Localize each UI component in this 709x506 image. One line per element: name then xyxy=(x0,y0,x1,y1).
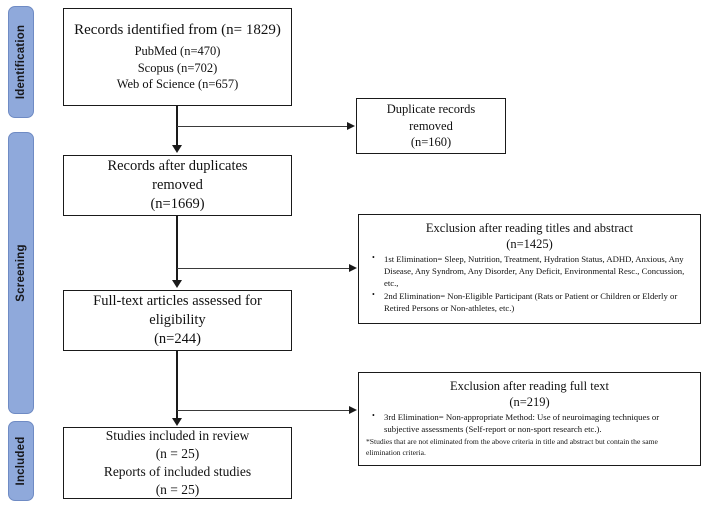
studies-included-line2: Reports of included studies xyxy=(103,464,252,479)
exclusion-titles-abstract-title: Exclusion after reading titles and abstr… xyxy=(425,221,634,235)
stage-label-identification: Identification xyxy=(15,24,27,100)
records-identified-source-pubmed: PubMed (n=470) xyxy=(134,44,221,59)
studies-included-count1: (n = 25) xyxy=(155,446,200,462)
exclusion-item-1st-elimination: 1st Elimination= Sleep, Nutrition, Treat… xyxy=(372,252,693,289)
exclusion-fulltext-count: (n=219) xyxy=(509,394,550,409)
duplicates-removed-count: (n=160) xyxy=(410,135,452,150)
exclusion-fulltext-list: 3rd Elimination= Non-appropriate Method:… xyxy=(366,410,693,436)
connector-fulltext-to-included xyxy=(176,351,178,419)
fulltext-assessed-count: (n=244) xyxy=(154,331,201,348)
duplicates-removed-line2: removed xyxy=(409,118,453,133)
studies-included-count2: (n = 25) xyxy=(155,481,200,497)
stage-rail-screening: Screening xyxy=(8,132,34,414)
records-identified-title: Records identified from (n= 1829) xyxy=(74,22,281,39)
connector-fulltext-to-exclusion-fulltext xyxy=(177,410,350,412)
box-duplicate-records-removed: Duplicate records removed (n=160) xyxy=(356,98,506,154)
exclusion-item-3rd-elimination: 3rd Elimination= Non-appropriate Method:… xyxy=(372,410,693,435)
box-records-after-duplicates: Records after duplicates removed (n=1669… xyxy=(63,155,292,216)
records-identified-source-scopus: Scopus (n=702) xyxy=(137,60,218,75)
records-after-duplicates-line1: Records after duplicates xyxy=(107,157,248,174)
exclusion-item-2nd-elimination: 2nd Elimination= Non-Eligible Participan… xyxy=(372,289,693,314)
box-exclusion-fulltext: Exclusion after reading full text (n=219… xyxy=(358,372,701,466)
connector-identified-to-after-duplicates xyxy=(176,106,178,147)
records-after-duplicates-count: (n=1669) xyxy=(150,196,205,213)
arrow-right-icon-to-duplicates-removed xyxy=(347,121,355,130)
connector-after-duplicates-to-exclusion-titles xyxy=(177,268,350,270)
exclusion-titles-abstract-count: (n=1425) xyxy=(506,236,553,251)
duplicates-removed-line1: Duplicate records xyxy=(386,102,476,117)
arrow-down-icon-to-after-duplicates xyxy=(172,145,182,153)
stage-label-screening: Screening xyxy=(15,244,27,302)
stage-rail-included: Included xyxy=(8,421,34,501)
arrow-right-icon-to-exclusion-titles xyxy=(349,263,357,272)
records-after-duplicates-line2: removed xyxy=(152,176,203,193)
box-fulltext-assessed: Full-text articles assessed for eligibil… xyxy=(63,290,292,351)
box-records-identified: Records identified from (n= 1829) PubMed… xyxy=(63,8,292,106)
stage-label-included: Included xyxy=(15,436,27,486)
box-exclusion-titles-abstract: Exclusion after reading titles and abstr… xyxy=(358,214,701,324)
exclusion-fulltext-title: Exclusion after reading full text xyxy=(450,379,609,393)
exclusion-titles-abstract-list: 1st Elimination= Sleep, Nutrition, Treat… xyxy=(366,252,693,315)
connector-identified-to-duplicates-removed xyxy=(177,126,348,128)
stage-rail-identification: Identification xyxy=(8,6,34,118)
arrow-down-icon-to-included xyxy=(172,418,182,426)
connector-after-duplicates-to-fulltext xyxy=(176,216,178,282)
studies-included-line1: Studies included in review xyxy=(105,428,250,444)
records-identified-source-web-of-science: Web of Science (n=657) xyxy=(116,77,239,92)
fulltext-assessed-line2: eligibility xyxy=(149,311,206,328)
fulltext-assessed-line1: Full-text articles assessed for xyxy=(93,292,262,309)
exclusion-fulltext-footnote: *Studies that are not eliminated from th… xyxy=(366,437,658,457)
box-studies-included: Studies included in review (n = 25) Repo… xyxy=(63,427,292,499)
arrow-down-icon-to-fulltext xyxy=(172,280,182,288)
arrow-right-icon-to-exclusion-fulltext xyxy=(349,405,357,414)
